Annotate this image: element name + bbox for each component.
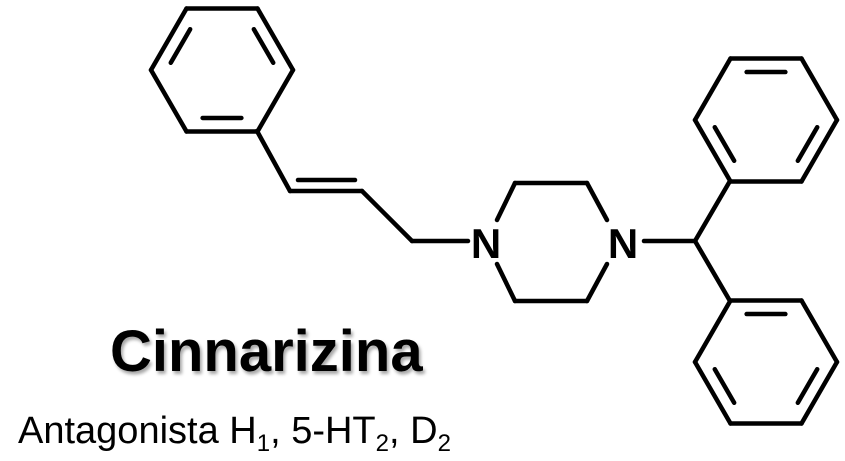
benzhydryl-phenyl-ring-top-bond — [799, 117, 840, 184]
benzhydryl-phenyl-ring-top-bond — [799, 56, 840, 123]
piperazine-bond — [494, 261, 518, 304]
receptor-5ht: 5-HT — [291, 410, 376, 452]
piperazine-bond — [584, 180, 610, 223]
benzhydryl-phenyl-ring-bottom-bond — [799, 298, 840, 365]
benzhydryl-phenyl-ring-bottom-bond — [692, 298, 733, 365]
cinnamyl-phenyl-ring-bond — [148, 6, 189, 73]
chain-bond — [359, 188, 415, 244]
separator: , — [270, 410, 292, 452]
benzhydryl-phenyl-ring-top-bond — [692, 56, 733, 123]
cinnamyl-phenyl-ring-bond — [255, 67, 296, 134]
receptor-5ht-subscript: 2 — [375, 430, 390, 457]
piperazine-nitrogen-right: N — [608, 220, 638, 267]
chain-bond — [254, 128, 293, 194]
benzhydryl-phenyl-ring-top-double-bond — [712, 124, 737, 164]
benzhydryl-phenyl-ring-top-double-bond — [795, 124, 820, 164]
piperazine-bond — [494, 180, 518, 223]
benzhydryl-phenyl-ring-bottom-bond — [799, 359, 840, 426]
pharmacology-line: Antagonista H1, 5-HT2, D2 — [18, 410, 451, 456]
receptor-h: H — [229, 410, 257, 452]
cinnamyl-phenyl-ring-bond — [255, 6, 296, 73]
cinnamyl-phenyl-ring-double-bond — [168, 26, 193, 66]
receptor-d: D — [410, 410, 438, 452]
benzhydryl-bond — [692, 178, 733, 244]
activity-prefix: Antagonista — [18, 410, 230, 452]
benzhydryl-phenyl-ring-bottom-double-bond — [795, 366, 820, 406]
benzhydryl-phenyl-ring-bottom-double-bond — [712, 366, 737, 406]
piperazine-nitrogen-left: N — [471, 220, 501, 267]
cinnamyl-phenyl-ring-double-bond — [251, 26, 276, 66]
piperazine-bond — [584, 261, 610, 304]
cinnamyl-phenyl-ring-bond — [148, 67, 189, 134]
receptor-d-subscript: 2 — [437, 430, 451, 457]
receptor-h-subscript: 1 — [256, 430, 271, 457]
molecule-name: Cinnarizina — [110, 319, 423, 384]
bond-lines — [148, 6, 840, 426]
separator: , — [389, 410, 411, 452]
benzhydryl-phenyl-ring-top-bond — [692, 117, 733, 184]
benzhydryl-bond — [692, 238, 733, 304]
benzhydryl-phenyl-ring-bottom-bond — [692, 359, 733, 426]
